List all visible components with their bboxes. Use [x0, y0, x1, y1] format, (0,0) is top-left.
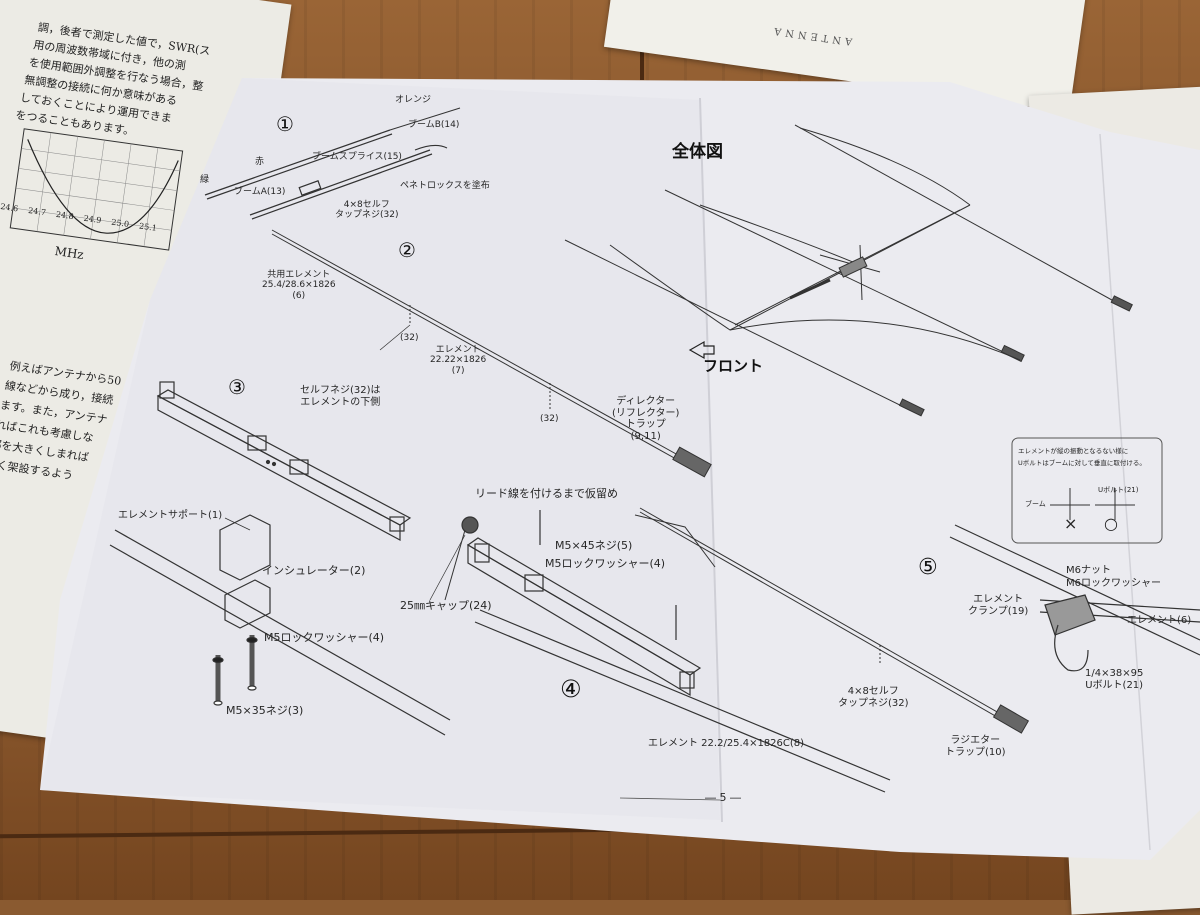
overview-antenna-drawing	[564, 124, 1133, 417]
label-boom-a: ブームA(13)	[234, 187, 286, 197]
label-common-element: 共用エレメント 25.4/28.6×1826 (6)	[262, 270, 336, 301]
label-screw35: M5×35ネジ(3)	[226, 704, 304, 717]
step5-clamp-drawing	[949, 524, 1200, 672]
label-element7: エレメント 22.22×1826 (7)	[430, 345, 486, 376]
label-director-l2: (リフレクター)	[612, 407, 680, 419]
label-green: 緑	[200, 175, 210, 185]
label-radiator-l1: ラジエター	[950, 735, 1001, 746]
label-m6-nut: M6ナット	[1066, 565, 1111, 576]
label-screw45: M5×45ネジ(5)	[555, 539, 633, 552]
label-step5-mark-o: ○	[1104, 514, 1118, 533]
label-director-l3: トラップ	[625, 419, 666, 430]
step-2-number: ②	[398, 238, 416, 262]
label-step5-note-l2: Uボルトはブームに対して垂直に取付ける。	[1018, 459, 1146, 467]
label-m6-washer: M6ロックワッシャー	[1066, 578, 1161, 589]
label-element7-l1: エレメント	[435, 345, 481, 355]
label-element7-l3: (7)	[451, 365, 465, 376]
overview-title: 全体図	[672, 142, 723, 162]
label-step1-screw: 4×8セルフ タップネジ(32)	[335, 200, 398, 221]
label-step5-mark-x: ×	[1064, 514, 1078, 533]
label-step4-tap-screw: 4×8セルフ タップネジ(32)	[838, 686, 909, 709]
label-mark32a: (32)	[400, 333, 419, 343]
label-step5-boom: ブーム	[1025, 500, 1046, 508]
label-step1-screw-line1: 4×8セルフ	[343, 200, 390, 210]
label-common-element-l3: (6)	[292, 290, 306, 301]
label-ubolt-l1: 1/4×38×95	[1085, 668, 1144, 679]
label-self-screw-l1: セルフネジ(32)は	[300, 385, 381, 396]
label-self-screw-note: セルフネジ(32)は エレメントの下側	[300, 385, 381, 408]
label-common-element-l1: 共用エレメント	[267, 270, 331, 280]
label-step5-ubolt-small: Uボルト(21)	[1098, 486, 1139, 494]
label-common-element-l2: 25.4/28.6×1826	[262, 280, 336, 291]
label-radiator-trap: ラジエター トラップ(10)	[945, 735, 1006, 758]
label-cap: 25㎜キャップ(24)	[400, 599, 492, 612]
label-element-support: エレメントサポート(1)	[118, 510, 223, 521]
label-self-screw-l2: エレメントの下側	[300, 396, 381, 408]
label-radiator-l2: トラップ(10)	[945, 746, 1006, 758]
label-boom-splice: ブームスプライス(15)	[312, 152, 402, 162]
label-element8: エレメント 22.2/25.4×1826C(8)	[648, 738, 805, 749]
step3-bracket-drawing	[156, 381, 412, 542]
label-clamp-l2: クランプ(19)	[968, 605, 1029, 617]
label-director-trap: ディレクター (リフレクター) トラップ (9,11)	[612, 396, 679, 442]
page-number: ― 5 ―	[705, 791, 741, 804]
label-ubolt21: 1/4×38×95 Uボルト(21)	[1085, 668, 1143, 691]
label-insulator: インシュレーター(2)	[262, 564, 366, 577]
label-step4-lock-washer: M5ロックワッシャー(4)	[545, 557, 666, 570]
label-step5-note-l1: エレメントが縦の振動となるない様に	[1018, 447, 1129, 455]
step2-element-drawing	[271, 229, 712, 478]
step1-boom-drawing	[204, 107, 461, 220]
step-1-number: ①	[276, 112, 294, 136]
step4-bracket-drawing	[444, 510, 891, 793]
label-element-clamp: エレメント クランプ(19)	[968, 594, 1028, 617]
label-step4-tap-l2: タップネジ(32)	[838, 697, 909, 709]
label-step1-screw-line2: タップネジ(32)	[335, 210, 399, 221]
step-3-number: ③	[228, 375, 246, 399]
label-step4-tap-l1: 4×8セルフ	[847, 686, 899, 697]
step3-insulator-drawing	[109, 514, 451, 736]
label-pentrox: ペネトロックスを塗布	[400, 181, 490, 191]
label-mark32b: (32)	[540, 414, 559, 424]
step-5-number: ⑤	[918, 555, 938, 580]
step-4-number: ④	[560, 675, 582, 703]
label-orange: オレンジ	[395, 95, 432, 105]
label-ubolt-l2: Uボルト(21)	[1085, 679, 1144, 691]
label-element6: エレメント(6)	[1127, 615, 1192, 626]
label-step3-lock-washer: M5ロックワッシャー(4)	[264, 631, 385, 644]
label-element7-l2: 22.22×1826	[430, 355, 487, 366]
label-boom-b: ブームB(14)	[408, 120, 460, 130]
label-director-l1: ディレクター	[616, 396, 676, 407]
step4-element-drawing	[634, 507, 1030, 734]
label-red: 赤	[255, 157, 265, 167]
label-director-l4: (9,11)	[630, 430, 661, 442]
label-lead-note: リード線を付けるまで仮留め	[475, 487, 618, 500]
front-label: フロント	[703, 357, 764, 375]
front-arrow	[688, 340, 715, 360]
step5-note-box	[1011, 437, 1163, 544]
label-clamp-l1: エレメント	[973, 594, 1024, 605]
